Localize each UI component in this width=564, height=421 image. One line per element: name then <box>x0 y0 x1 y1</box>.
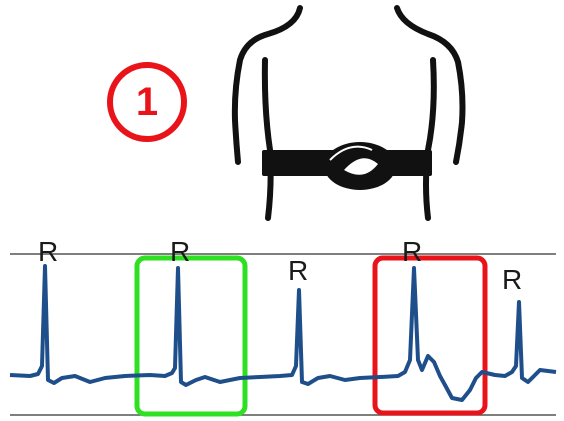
r-peak-label-4: R <box>402 238 422 266</box>
ecg-trace <box>10 266 556 400</box>
normal-beat-highlight-box <box>137 258 245 414</box>
r-peak-label-2: R <box>170 238 190 266</box>
r-peak-label-1: R <box>38 238 58 266</box>
r-peak-label-5: R <box>502 266 522 294</box>
r-peak-label-3: R <box>288 257 308 285</box>
